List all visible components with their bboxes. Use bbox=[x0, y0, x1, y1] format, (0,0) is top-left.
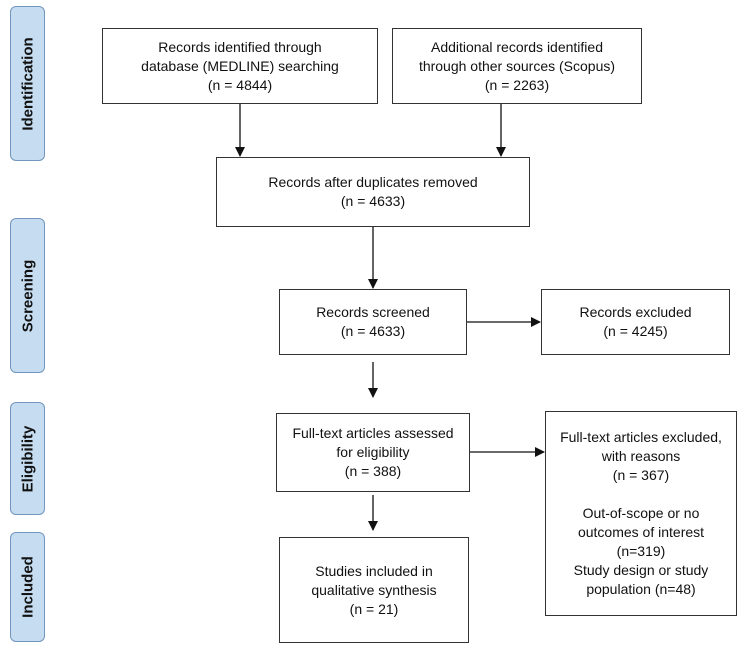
after-duplicates-box: Records after duplicates removed (n = 46… bbox=[216, 157, 530, 227]
records-screened-count: (n = 4633) bbox=[340, 323, 406, 339]
fulltext-excluded-box: Full-text articles excluded, with reason… bbox=[545, 411, 737, 616]
fulltext-assessed-box: Full-text articles assessed for eligibil… bbox=[276, 413, 470, 492]
fulltext-assessed-line1: Full-text articles assessed bbox=[292, 425, 454, 441]
database-records-count: (n = 4844) bbox=[207, 76, 273, 93]
phase-eligibility: Eligibility bbox=[10, 402, 45, 515]
after-duplicates-count: (n = 4633) bbox=[340, 193, 406, 209]
records-screened-box: Records screened (n = 4633) bbox=[279, 289, 467, 355]
fulltext-assessed-count: (n = 388) bbox=[344, 463, 402, 479]
other-records-line2: through other sources (Scopus) bbox=[418, 57, 616, 74]
other-records-count: (n = 2263) bbox=[484, 76, 550, 93]
records-excluded-line1: Records excluded bbox=[579, 304, 692, 320]
exclusion-reason1-count: (n=319) bbox=[616, 543, 666, 559]
studies-included-line2: qualitative synthesis bbox=[311, 581, 437, 598]
fulltext-excluded-line1: Full-text articles excluded, bbox=[560, 429, 722, 445]
studies-included-count: (n = 21) bbox=[349, 600, 399, 617]
records-excluded-box: Records excluded (n = 4245) bbox=[541, 289, 730, 355]
phase-screening: Screening bbox=[10, 218, 45, 373]
other-records-box: Additional records identified through ot… bbox=[392, 28, 642, 104]
exclusion-reason1-line2: outcomes of interest bbox=[577, 524, 705, 540]
fulltext-excluded-count: (n = 367) bbox=[612, 467, 670, 483]
studies-included-line1: Studies included in bbox=[315, 562, 433, 579]
database-records-line1: Records identified through bbox=[158, 38, 322, 55]
phase-identification: Identification bbox=[10, 6, 45, 161]
other-records-line1: Additional records identified bbox=[431, 38, 603, 55]
fulltext-assessed-line2: for eligibility bbox=[336, 444, 410, 460]
records-excluded-count: (n = 4245) bbox=[603, 323, 668, 339]
after-duplicates-line1: Records after duplicates removed bbox=[268, 174, 478, 190]
database-records-line2: database (MEDLINE) searching bbox=[141, 57, 339, 74]
studies-included-box: Studies included in qualitative synthesi… bbox=[279, 537, 469, 643]
exclusion-reason2-line1: Study design or study bbox=[573, 562, 709, 578]
phase-included: Included bbox=[10, 532, 45, 642]
database-records-box: Records identified through database (MED… bbox=[102, 28, 378, 104]
exclusion-reason1-line1: Out-of-scope or no bbox=[582, 505, 700, 521]
exclusion-reason2-line2: population (n=48) bbox=[586, 581, 696, 597]
records-screened-line1: Records screened bbox=[316, 304, 430, 320]
fulltext-excluded-line2: with reasons bbox=[601, 448, 681, 464]
